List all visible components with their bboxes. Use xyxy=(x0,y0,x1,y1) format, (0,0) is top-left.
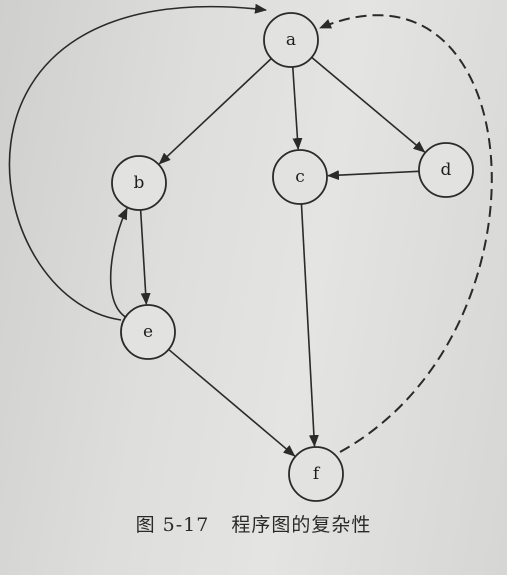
figure-caption: 图 5-17 程序图的复杂性 xyxy=(0,510,507,537)
node-label-a: a xyxy=(286,30,296,50)
edge-e-to-b xyxy=(109,207,128,318)
node-circle-b xyxy=(111,155,167,211)
edge-d-to-c xyxy=(326,170,420,181)
node-a: a xyxy=(263,12,319,68)
edge-e-to-f xyxy=(168,348,296,457)
edge-c-to-f xyxy=(300,203,319,448)
edge-a-to-b xyxy=(158,57,272,165)
edge-b-to-e xyxy=(139,209,151,306)
figure-number: 图 5-17 xyxy=(135,514,210,536)
node-label-b: b xyxy=(134,173,145,193)
node-label-f: f xyxy=(313,464,321,484)
edge-a-to-d xyxy=(311,56,426,153)
node-circle-c xyxy=(272,149,328,205)
nodes-layer: a b c d e f xyxy=(111,12,474,502)
edges-layer xyxy=(8,3,493,457)
node-circle-a xyxy=(263,12,319,68)
node-d: d xyxy=(418,142,474,198)
node-f: f xyxy=(288,446,344,502)
node-c: c xyxy=(272,149,328,205)
node-label-d: d xyxy=(441,160,452,180)
node-e: e xyxy=(120,304,176,360)
node-b: b xyxy=(111,155,167,211)
edge-a-to-c xyxy=(291,66,303,151)
node-circle-e xyxy=(120,304,176,360)
figure-title: 程序图的复杂性 xyxy=(231,514,372,536)
node-label-c: c xyxy=(295,167,305,187)
node-circle-f xyxy=(288,446,344,502)
node-label-e: e xyxy=(143,322,153,342)
edge-f-to-a xyxy=(319,14,493,453)
edge-e-to-a xyxy=(8,3,267,321)
node-circle-d xyxy=(418,142,474,198)
